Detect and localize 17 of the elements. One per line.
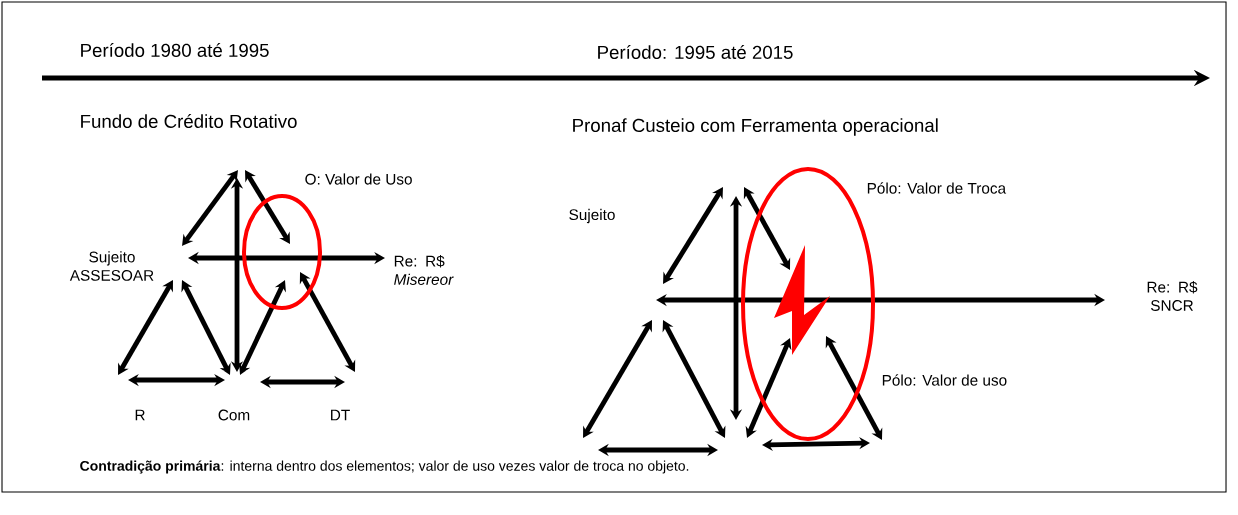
- period-label: Período: 1995 até 2015: [598, 45, 793, 59]
- result-label: Re: R$ SNCR: [1147, 281, 1198, 311]
- subject-label: Sujeito ASSESOAR: [69, 251, 154, 281]
- lightning-mark: [774, 245, 830, 355]
- section-title: Fundo de Crédito Rotativo: [81, 114, 297, 128]
- vertex-label: DT: [331, 409, 350, 421]
- vertex-label: Com: [218, 409, 250, 421]
- note-text: Contradição primária: interna dentro dos elementos; valor de uso vezes valor de troca no objeto.: [80, 460, 689, 474]
- period-label: Período 1980 até 1995: [81, 43, 269, 57]
- object-label: O: Valor de Uso: [305, 173, 412, 185]
- tension-ellipse: [242, 194, 322, 310]
- vertex-label: R: [135, 409, 145, 421]
- pole-label: Pólo: Valor de Troca: [867, 182, 1007, 194]
- pole-label: Pólo: Valor de uso: [882, 374, 1007, 386]
- section-title: Pronaf Custeio com Ferramenta operacional: [573, 118, 938, 136]
- result-label: Re: R$ Misereor: [394, 255, 454, 285]
- subject-label: Sujeito: [569, 208, 615, 224]
